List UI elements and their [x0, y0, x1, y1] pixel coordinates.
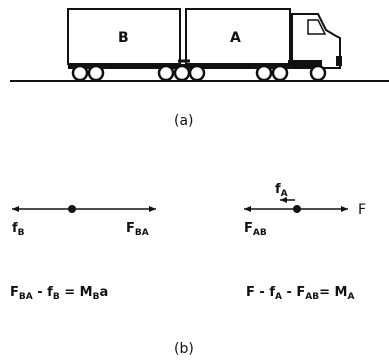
cab-window	[307, 19, 327, 35]
label-fb: fB	[12, 221, 25, 238]
wheel	[87, 64, 105, 82]
mass-point-b	[68, 205, 76, 213]
label-fa: fA	[275, 182, 288, 199]
wheel	[271, 64, 289, 82]
cab-fender	[288, 60, 322, 68]
trailer-a-box	[185, 8, 291, 65]
equation-b: FBA - fB = MBa	[10, 285, 108, 302]
wheel	[309, 64, 327, 82]
free-body-b: fB FBA	[12, 205, 156, 238]
trailer-b-label: B	[118, 30, 129, 46]
mass-point-a	[293, 205, 301, 213]
caption-b: (b)	[174, 341, 194, 357]
trailer-a-label: A	[230, 30, 241, 46]
cab-bumper	[336, 56, 342, 66]
caption-a: (a)	[174, 113, 194, 129]
chassis-bar	[68, 64, 338, 69]
label-fab: FAB	[244, 221, 267, 238]
wheel	[255, 64, 273, 82]
free-body-a: fA F FAB	[244, 182, 366, 238]
truck-illustration: B A	[10, 8, 389, 82]
wheel	[157, 64, 175, 82]
label-fba: FBA	[126, 221, 149, 238]
label-F: F	[358, 202, 366, 218]
wheel	[173, 64, 191, 82]
wheel	[188, 64, 206, 82]
wheel	[71, 64, 89, 82]
wheels	[71, 64, 327, 82]
equation-a: F - fA - FAB= MA	[246, 285, 354, 302]
